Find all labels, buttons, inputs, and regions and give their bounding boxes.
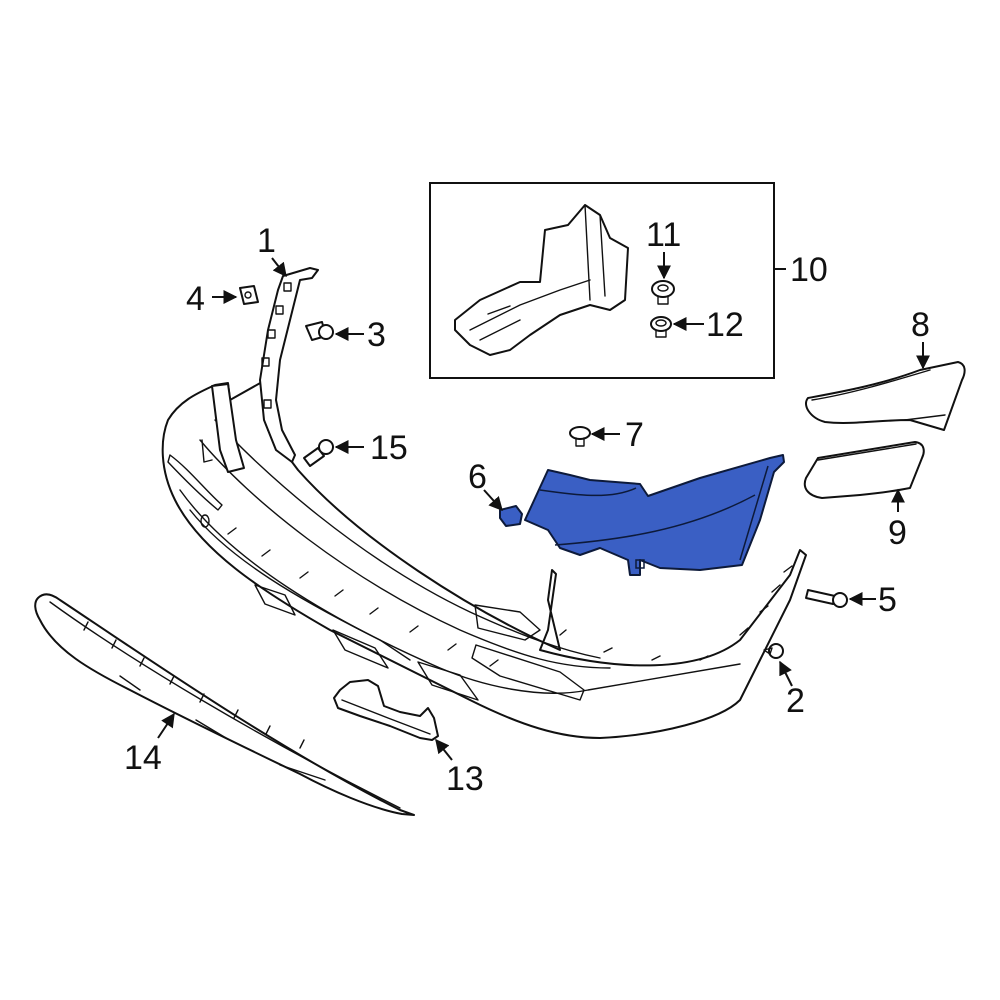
leader-lines [157, 252, 930, 761]
part-12-nut[interactable] [650, 316, 672, 338]
callout-5: 5 [878, 581, 897, 619]
callout-14: 14 [124, 739, 162, 777]
part-8-upper-trim[interactable] [805, 361, 966, 431]
callout-3: 3 [367, 316, 386, 354]
part-5-bolt[interactable] [805, 589, 848, 608]
part-7-push-pin[interactable] [569, 426, 591, 447]
callout-11: 11 [646, 216, 681, 254]
part-10-bracket[interactable] [454, 204, 629, 356]
callout-12: 12 [706, 306, 744, 344]
callout-labels: 1 4 3 15 7 6 8 9 5 2 10 11 12 14 13 [124, 216, 930, 798]
part-13-bracket[interactable] [333, 679, 439, 741]
callout-8: 8 [911, 306, 930, 344]
part-6-highlighted-bracket[interactable] [499, 454, 785, 576]
callout-6: 6 [468, 458, 487, 496]
callout-7: 7 [625, 416, 644, 454]
callout-1: 1 [257, 222, 276, 260]
part-9-reflector[interactable] [803, 441, 925, 499]
callout-13: 13 [446, 760, 484, 798]
callout-9: 9 [888, 514, 907, 552]
part-11-nut[interactable] [651, 280, 675, 305]
callout-2: 2 [786, 682, 805, 720]
part-1-side-bracket[interactable] [259, 267, 319, 463]
inset-box-part-10 [429, 182, 775, 379]
callout-4: 4 [186, 280, 205, 318]
callout-15: 15 [370, 429, 408, 467]
part-2-clip[interactable] [763, 643, 784, 659]
callout-10: 10 [790, 251, 828, 289]
part-4-clip-nut[interactable] [239, 285, 259, 305]
part-15-screw[interactable] [303, 439, 334, 467]
bumper-cover[interactable] [161, 381, 807, 739]
part-14-lower-valance[interactable] [34, 593, 415, 816]
part-3-screw[interactable] [305, 321, 334, 341]
